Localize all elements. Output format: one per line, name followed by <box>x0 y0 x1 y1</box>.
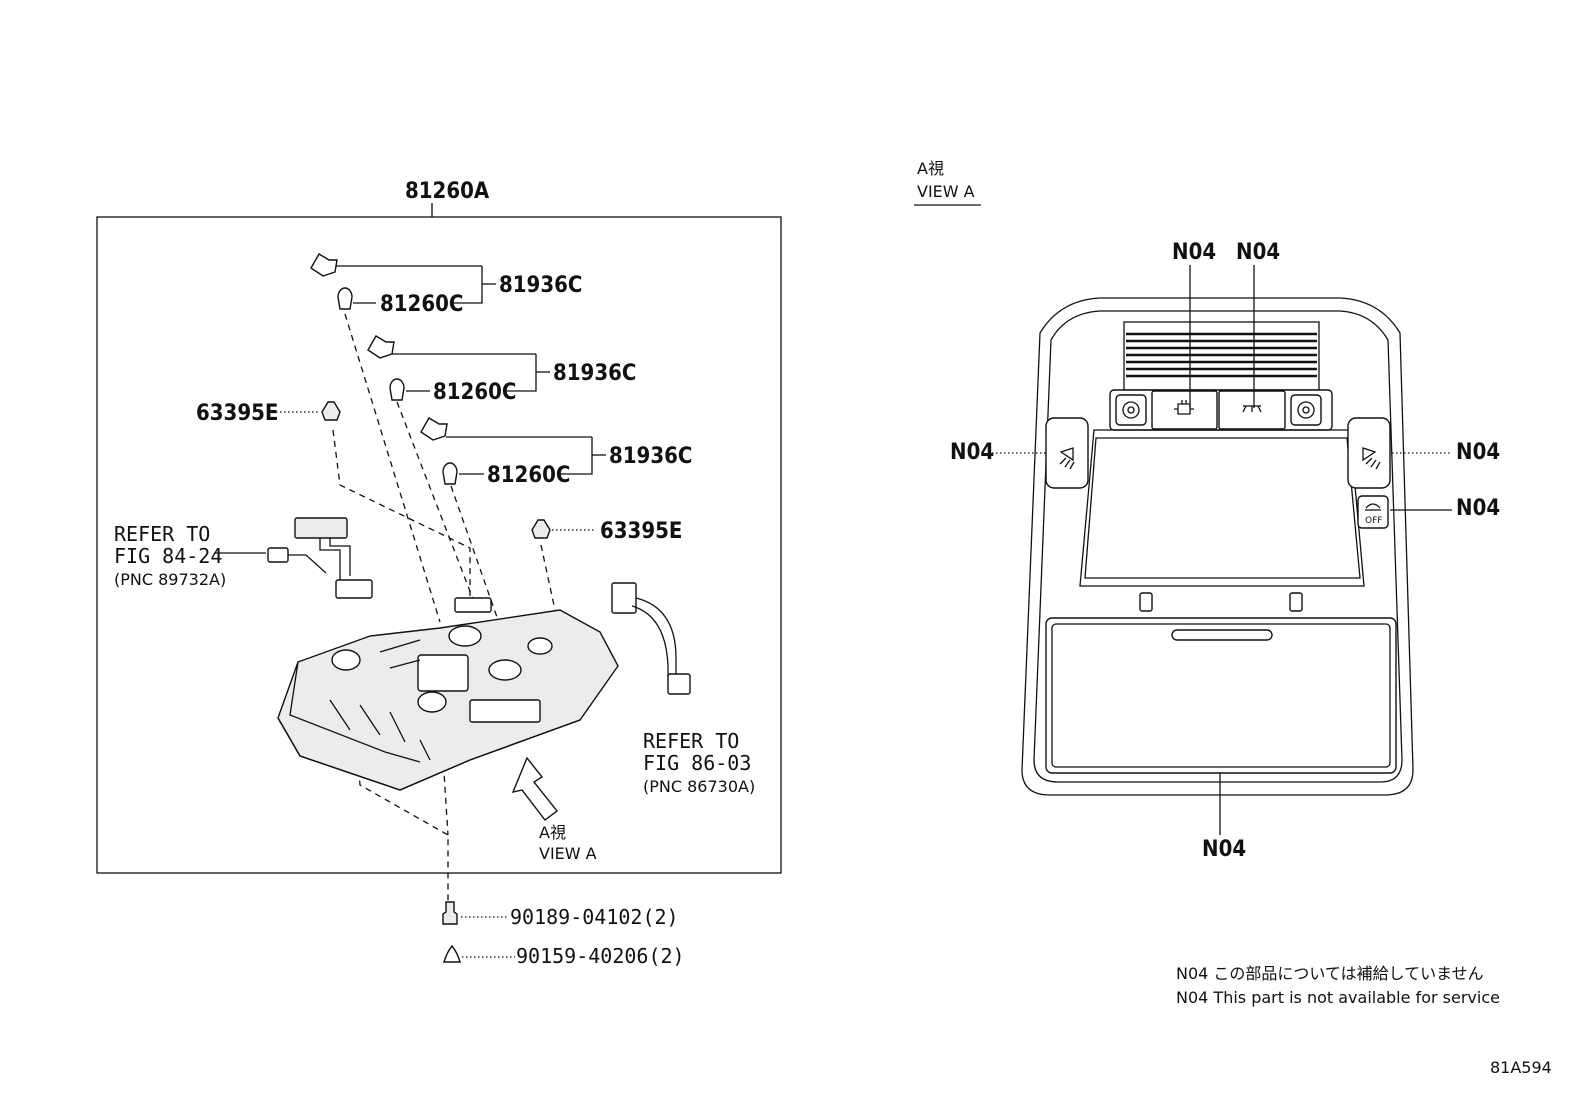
bulb-icon <box>389 378 405 401</box>
refer-84-24-line3: (PNC 89732A) <box>114 570 226 589</box>
vent-slats <box>1126 332 1317 378</box>
callout-81260C-2: 81260C <box>433 380 516 405</box>
refer-84-24-line1: REFER TO <box>114 522 210 546</box>
view-a-jp-left: A視 <box>539 823 566 842</box>
holder-grip <box>1171 629 1273 641</box>
callout-81260C-1: 81260C <box>380 292 463 317</box>
bulb-icon <box>442 462 458 485</box>
view-a-en-right: VIEW A <box>917 182 975 201</box>
n04-right-1: N04 <box>1456 440 1500 465</box>
assembly-label: 81260A <box>405 179 490 204</box>
callout-screw: 90189-04102(2) <box>510 905 679 929</box>
view-a-en-left: VIEW A <box>539 844 597 863</box>
console-view-a: OFF <box>1021 297 1414 796</box>
callout-81260C-3: 81260C <box>487 463 570 488</box>
socket-icon <box>310 253 338 277</box>
figure-id: 81A594 <box>1490 1058 1552 1077</box>
switch-left <box>1115 394 1147 426</box>
refer-84-24-line2: FIG 84-24 <box>114 544 222 568</box>
socket-icon <box>420 417 448 441</box>
view-a-arrow <box>511 756 558 821</box>
map-lamp-left <box>1045 417 1089 489</box>
n04-left: N04 <box>950 440 994 465</box>
note-japanese: N04 この部品については補給していません <box>1176 964 1484 983</box>
roof-console-housing <box>277 597 619 791</box>
wire-harness-right <box>611 582 691 695</box>
sunglass-holder <box>1045 617 1397 774</box>
switch-door-lamp <box>1151 390 1218 430</box>
cap-icon <box>443 944 461 963</box>
clip-icon <box>321 401 341 421</box>
switch-right <box>1290 394 1322 426</box>
wire-harness-left <box>267 517 373 599</box>
callout-cap: 90159-40206(2) <box>516 944 685 968</box>
refer-86-03-line1: REFER TO <box>643 729 739 753</box>
clip-icon <box>531 519 551 539</box>
bulb-icon <box>337 287 353 310</box>
screw-icon <box>442 901 458 925</box>
callout-81936C-1: 81936C <box>499 273 582 298</box>
callout-81936C-3: 81936C <box>609 444 692 469</box>
refer-86-03-line2: FIG 86-03 <box>643 751 751 775</box>
n04-right-2: N04 <box>1456 496 1500 521</box>
callout-63395E-right: 63395E <box>600 519 682 544</box>
note-english: N04 This part is not available for servi… <box>1176 988 1500 1007</box>
tab-left <box>1139 592 1153 612</box>
view-a-jp-right: A視 <box>917 159 944 178</box>
tab-right <box>1289 592 1303 612</box>
map-lamp-right <box>1347 417 1391 489</box>
n04-top-2: N04 <box>1236 240 1280 265</box>
assembly-frame <box>96 216 782 874</box>
refer-86-03-line3: (PNC 86730A) <box>643 777 755 796</box>
off-switch <box>1357 495 1389 529</box>
socket-icon <box>367 335 395 359</box>
n04-top-1: N04 <box>1172 240 1216 265</box>
callout-81936C-2: 81936C <box>553 361 636 386</box>
n04-bottom: N04 <box>1202 837 1246 862</box>
callout-63395E-left: 63395E <box>196 401 278 426</box>
off-switch-label: OFF <box>1365 516 1382 526</box>
